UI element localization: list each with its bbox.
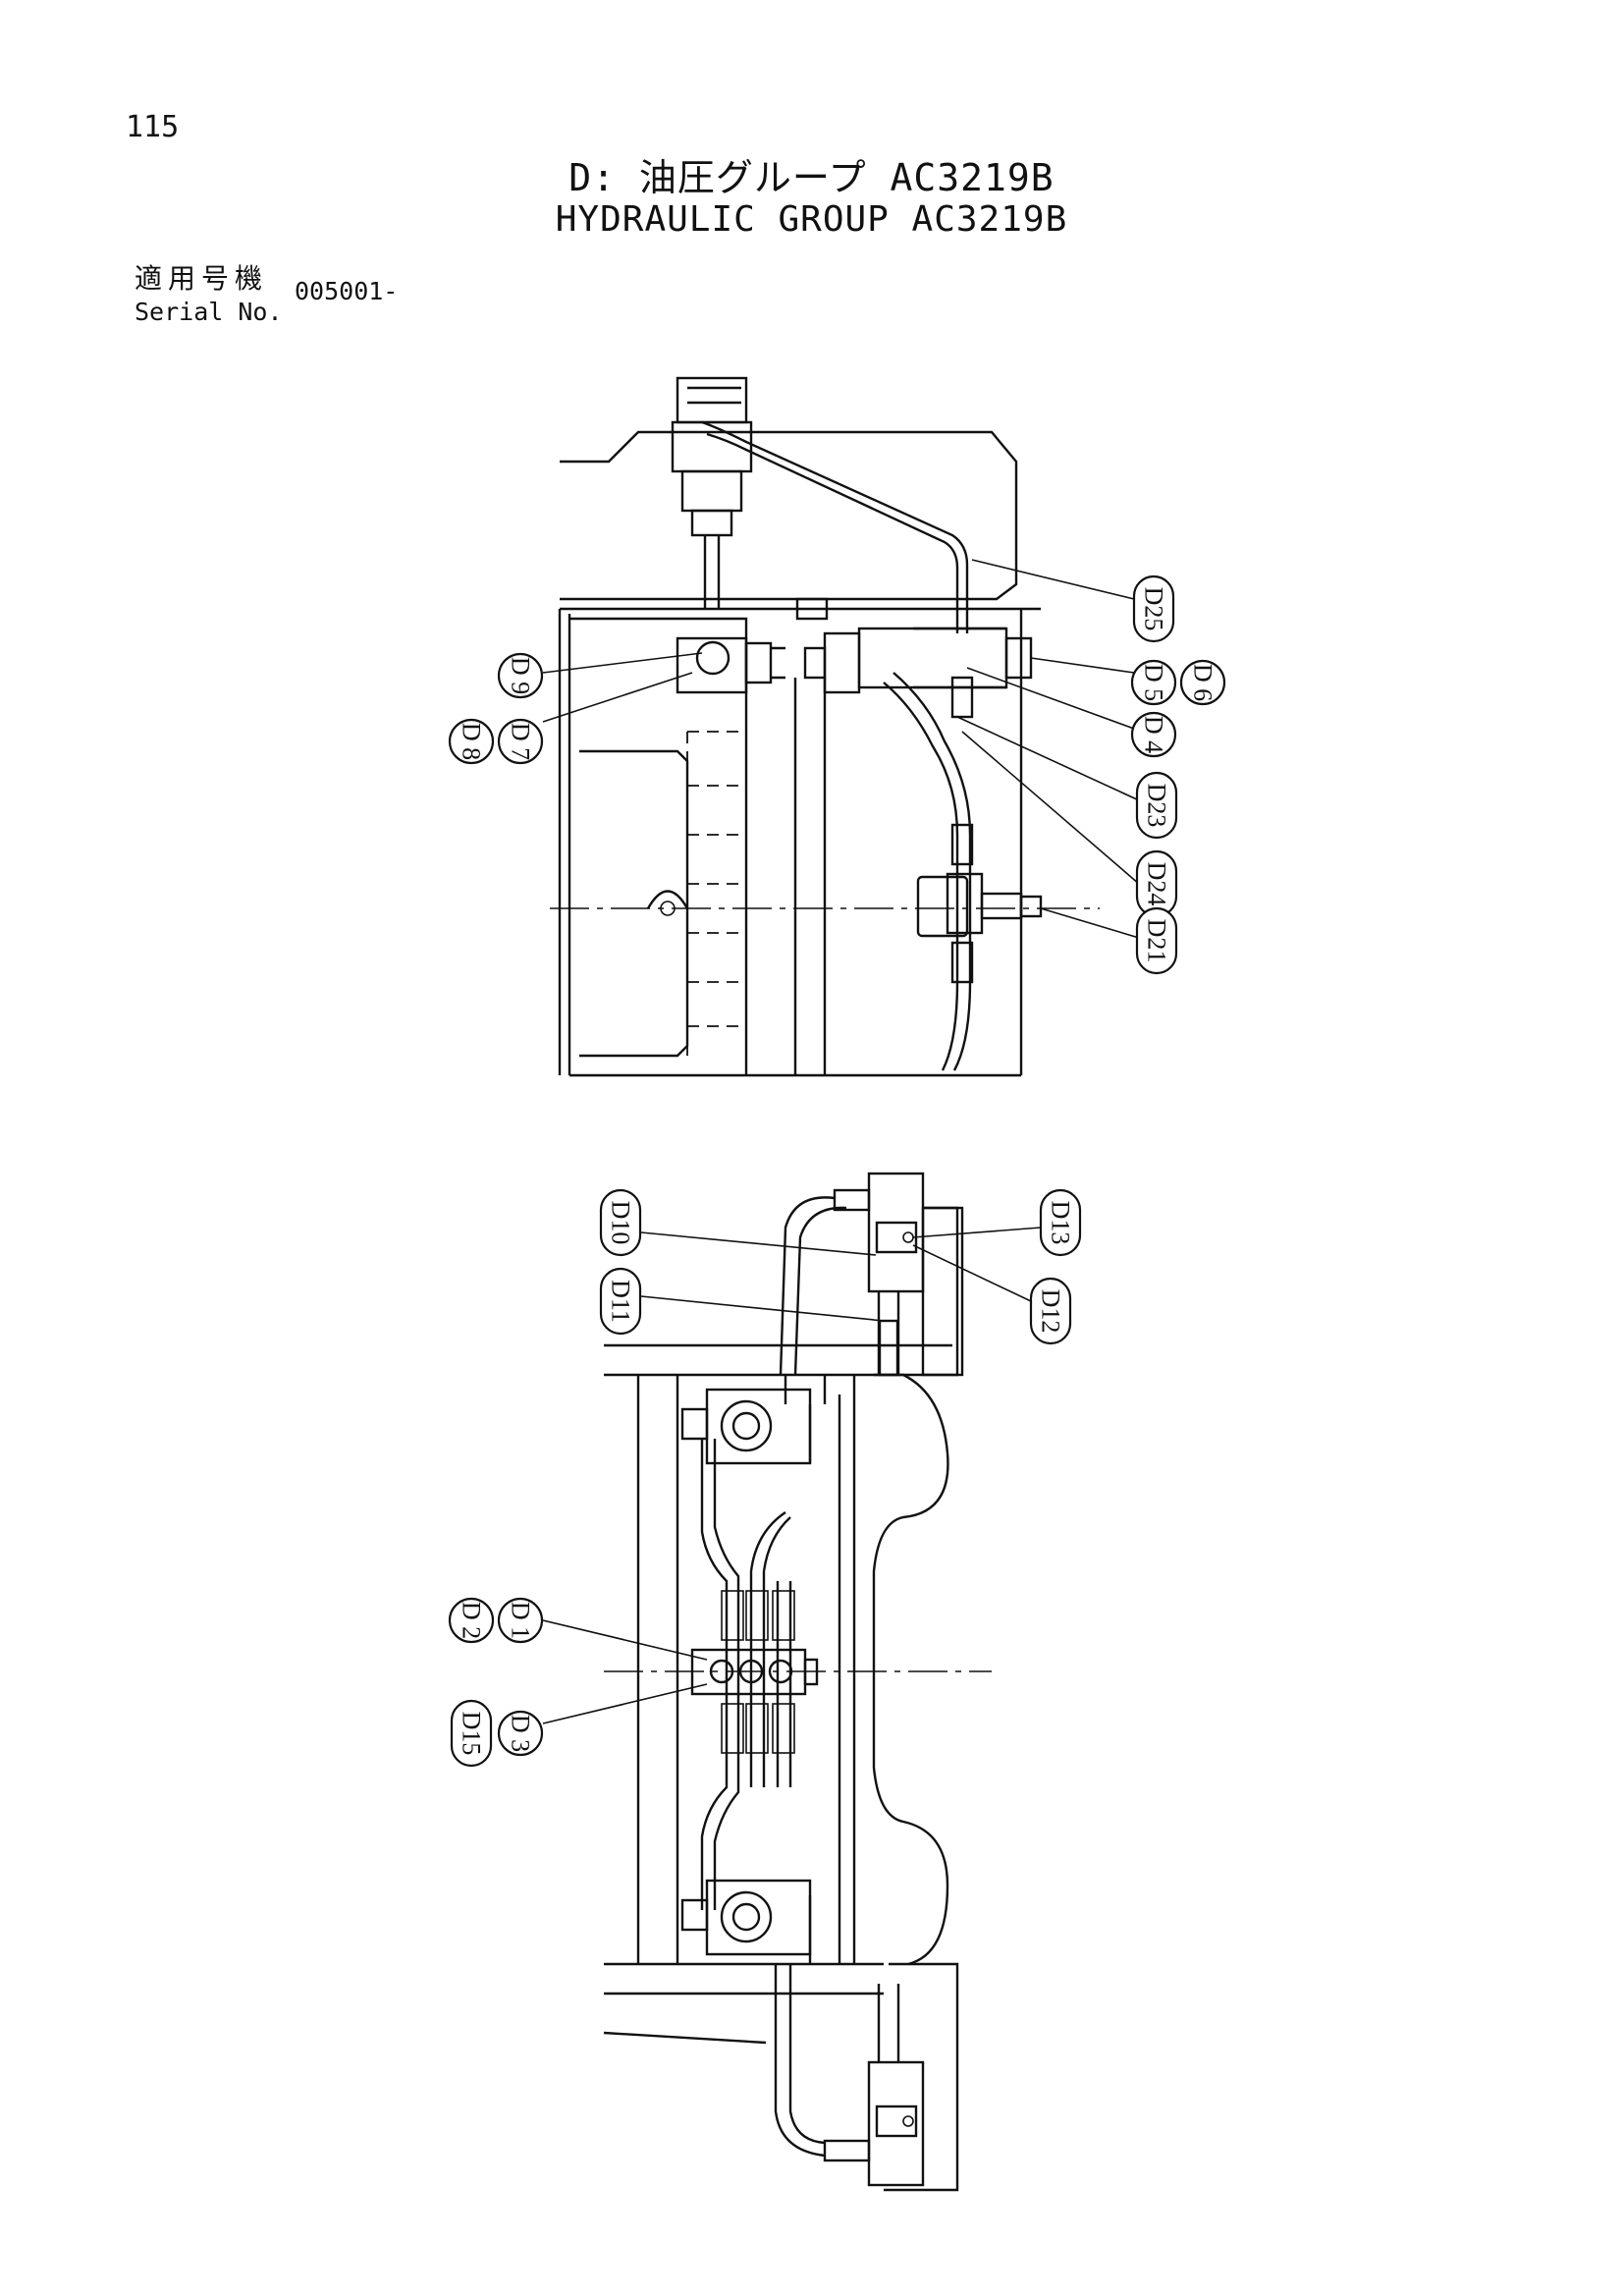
svg-text:D 5: D 5 [1140,664,1168,701]
serial-label-japanese: 適用号機 [135,262,269,295]
callout-d25: D25 [1132,574,1175,643]
title-english: HYDRAULIC GROUP AC3219B [555,199,1068,240]
svg-text:D23: D23 [1143,784,1171,828]
callout-d5: D 5 [1130,659,1177,706]
serial-label-english: Serial No. [135,298,283,326]
callout-d11: D11 [599,1267,642,1336]
callout-d13: D13 [1039,1188,1082,1257]
svg-text:D 1: D 1 [507,1602,535,1639]
svg-text:D25: D25 [1140,587,1168,631]
page-number: 115 [126,110,180,144]
svg-text:D12: D12 [1037,1289,1065,1334]
callout-d9: D 9 [497,652,544,699]
title-japanese: D: 油圧グループ AC3219B [568,156,1055,199]
svg-text:D 4: D 4 [1140,716,1168,753]
svg-text:D 6: D 6 [1189,664,1217,701]
callout-d3: D 3 [497,1710,544,1757]
callout-d2: D 2 [448,1597,495,1644]
leader-lines [542,559,1140,1724]
serial-number-value: 005001- [295,277,399,305]
callout-d12: D12 [1029,1277,1072,1345]
svg-text:D 3: D 3 [507,1715,535,1752]
callout-d4: D 4 [1130,711,1177,758]
svg-text:D 2: D 2 [458,1602,486,1639]
svg-text:D24: D24 [1143,862,1171,906]
callout-d23: D23 [1135,771,1178,840]
svg-text:D15: D15 [458,1712,486,1756]
svg-text:D11: D11 [607,1280,635,1323]
svg-text:D13: D13 [1047,1201,1075,1245]
svg-text:D 9: D 9 [507,657,535,694]
svg-text:D21: D21 [1143,919,1171,963]
top-view [550,376,1100,1077]
svg-text:D10: D10 [607,1201,635,1245]
callout-d10: D10 [599,1188,642,1257]
callout-d21: D21 [1135,906,1178,975]
bottom-view [603,1172,992,2192]
callout-d24: D24 [1135,849,1178,918]
callout-d8: D 8 [448,718,495,765]
callout-d7: D 7 [497,718,544,765]
callout-d6: D 6 [1179,659,1226,706]
svg-text:D 8: D 8 [458,723,486,760]
svg-text:D 7: D 7 [507,723,535,760]
callout-d1: D 1 [497,1597,544,1644]
callout-d15: D15 [450,1699,493,1768]
